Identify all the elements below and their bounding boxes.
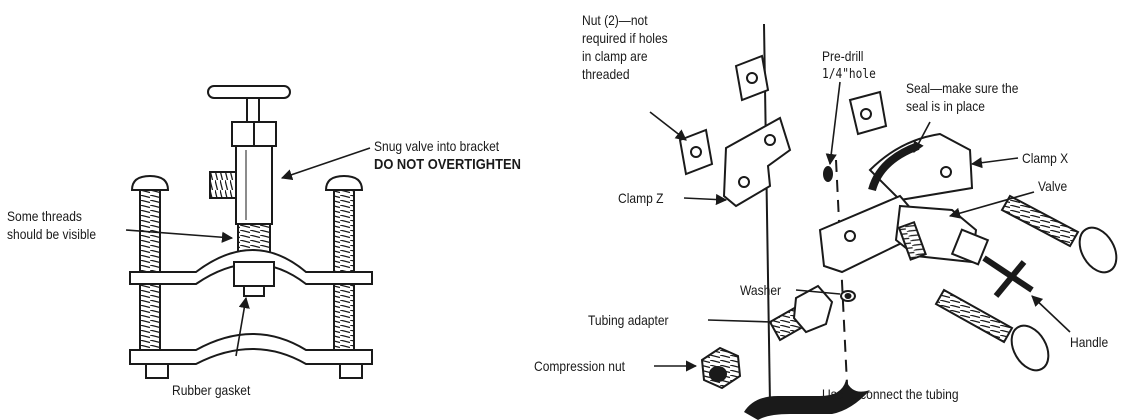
- label-snug-valve: Snug valve into bracket: [374, 138, 500, 154]
- label-connect-tubing: Use to connect the tubing: [822, 386, 959, 402]
- right-bolt-head: [324, 174, 364, 191]
- valve-handle-stem: [982, 255, 1034, 293]
- lower-bolt: [934, 288, 1014, 344]
- label-predrill-1: Pre-drill: [822, 48, 864, 64]
- clamp-bolts: [934, 194, 1118, 372]
- upper-bolt-head: [1078, 226, 1118, 274]
- predrill-hole: [823, 166, 833, 182]
- valve-stem: [246, 97, 260, 123]
- nut-arrow: [649, 111, 687, 141]
- snug-valve-arrow: [280, 147, 371, 181]
- label-clamp-x: Clamp X: [1022, 150, 1069, 166]
- right-nut: [339, 363, 363, 379]
- valve-outlet: [209, 171, 237, 199]
- label-nut-3: in clamp are: [582, 48, 648, 64]
- left-nut: [145, 363, 169, 379]
- label-washer: Washer: [740, 282, 782, 298]
- label-nut-4: threaded: [582, 66, 630, 82]
- threads-arrow: [125, 229, 234, 243]
- rubber-gasket-block: [233, 261, 275, 287]
- clamp-z: [722, 116, 792, 208]
- label-valve: Valve: [1038, 178, 1068, 194]
- clamp-z-arrow: [683, 193, 728, 206]
- label-tubing-adapter: Tubing adapter: [588, 312, 669, 328]
- upper-bracket: [129, 249, 373, 285]
- label-some-threads-1: Some threads: [7, 208, 82, 224]
- upper-bolt: [1000, 194, 1080, 248]
- seal-arrow: [913, 121, 931, 153]
- label-handle: Handle: [1070, 334, 1109, 350]
- label-compression-nut: Compression nut: [534, 358, 626, 374]
- predrill-arrow: [825, 81, 841, 166]
- gasket-arrow: [235, 296, 250, 357]
- seal: [868, 142, 920, 192]
- label-nut-2: required if holes: [582, 30, 668, 46]
- valve-nut: [950, 228, 990, 266]
- valve-assembly: [818, 194, 1034, 298]
- valve-body: [235, 145, 273, 225]
- label-clamp-z: Clamp Z: [618, 190, 664, 206]
- label-seal-1: Seal—make sure the: [906, 80, 1019, 96]
- valve-handle-bar: [993, 260, 1027, 298]
- label-predrill-2: 1/4"hole: [822, 67, 876, 82]
- connect-tubing-brace: [744, 380, 870, 420]
- label-seal-2: seal is in place: [906, 98, 985, 114]
- clamp-x-arrow: [970, 157, 1019, 169]
- lower-bracket: [129, 333, 373, 365]
- tubing-adapter-leader: [707, 319, 773, 323]
- washer-leader: [795, 289, 841, 295]
- label-some-threads-2: should be visible: [7, 226, 97, 242]
- clamp-x: [848, 90, 974, 202]
- valve-arrow: [948, 191, 1035, 219]
- left-bolt-head: [130, 174, 170, 191]
- square-nuts: [678, 54, 770, 176]
- tubing-adapter-nut: [792, 284, 834, 334]
- pipe-centerline: [835, 159, 849, 405]
- lower-bolt-head: [1010, 324, 1050, 372]
- label-rubber-gasket: Rubber gasket: [172, 382, 251, 398]
- handle-arrow: [1031, 295, 1071, 333]
- label-do-not-overtighten: DO NOT OVERTIGHTEN: [374, 156, 521, 173]
- valve-outlet-threads: [897, 220, 927, 261]
- label-nut-1: Nut (2)—not: [582, 12, 648, 28]
- saddle-valve-assembly: [129, 85, 373, 379]
- t-handle: [207, 85, 291, 99]
